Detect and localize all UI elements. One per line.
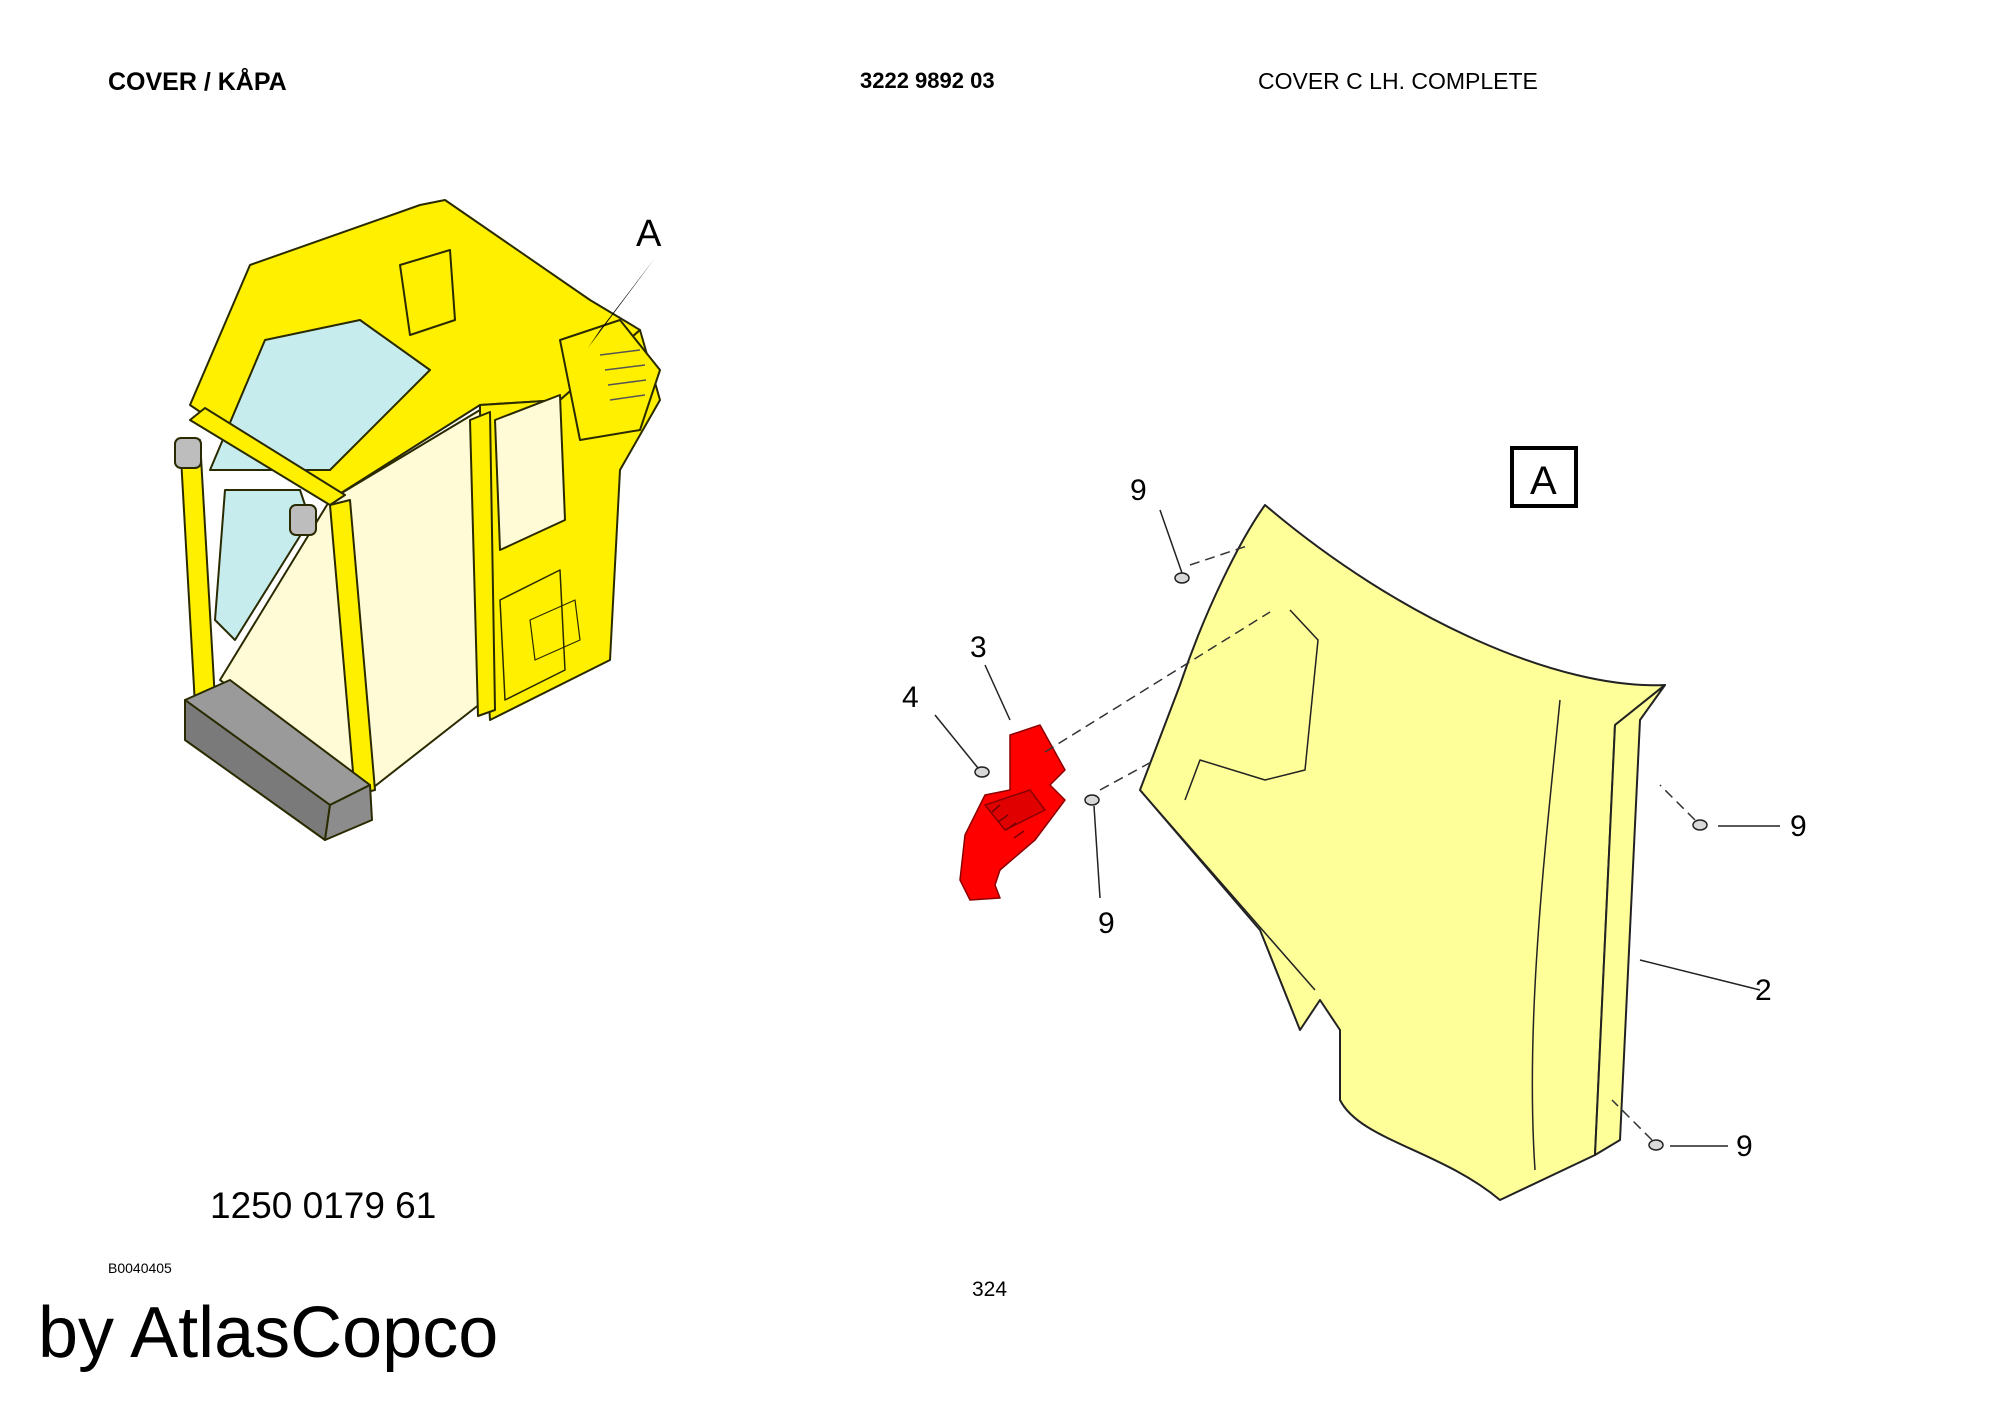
cover-panel <box>1139 504 1666 1201</box>
drawing-reference: B0040405 <box>108 1260 172 1276</box>
brand-watermark: by AtlasCopco <box>38 1293 499 1373</box>
view-label: A <box>636 213 662 255</box>
leader-lines <box>934 509 1780 1147</box>
callout-screw-right-lower: 9 <box>1736 1130 1753 1163</box>
callout-screw-top: 9 <box>1130 474 1147 507</box>
callout-screw-right-upper: 9 <box>1790 810 1807 843</box>
part-number: 3222 9892 03 <box>860 68 995 93</box>
bracket-highlight <box>959 724 1066 901</box>
cab-illustration <box>174 199 661 841</box>
detail-label: A <box>1530 459 1557 503</box>
callout-bolt: 4 <box>902 681 919 714</box>
assembly-number: 1250 0179 61 <box>210 1185 437 1226</box>
part-description: COVER C LH. COMPLETE <box>1258 68 1538 94</box>
callout-panel: 2 <box>1755 974 1772 1007</box>
page-number: 324 <box>972 1278 1008 1301</box>
callout-screw-mid: 9 <box>1098 907 1115 940</box>
screws <box>974 572 1708 1151</box>
alignment-lines <box>1044 544 1696 1141</box>
callout-bracket: 3 <box>970 631 987 664</box>
page-title: COVER / KÅPA <box>108 68 287 96</box>
detail-label-box <box>1510 446 1578 508</box>
